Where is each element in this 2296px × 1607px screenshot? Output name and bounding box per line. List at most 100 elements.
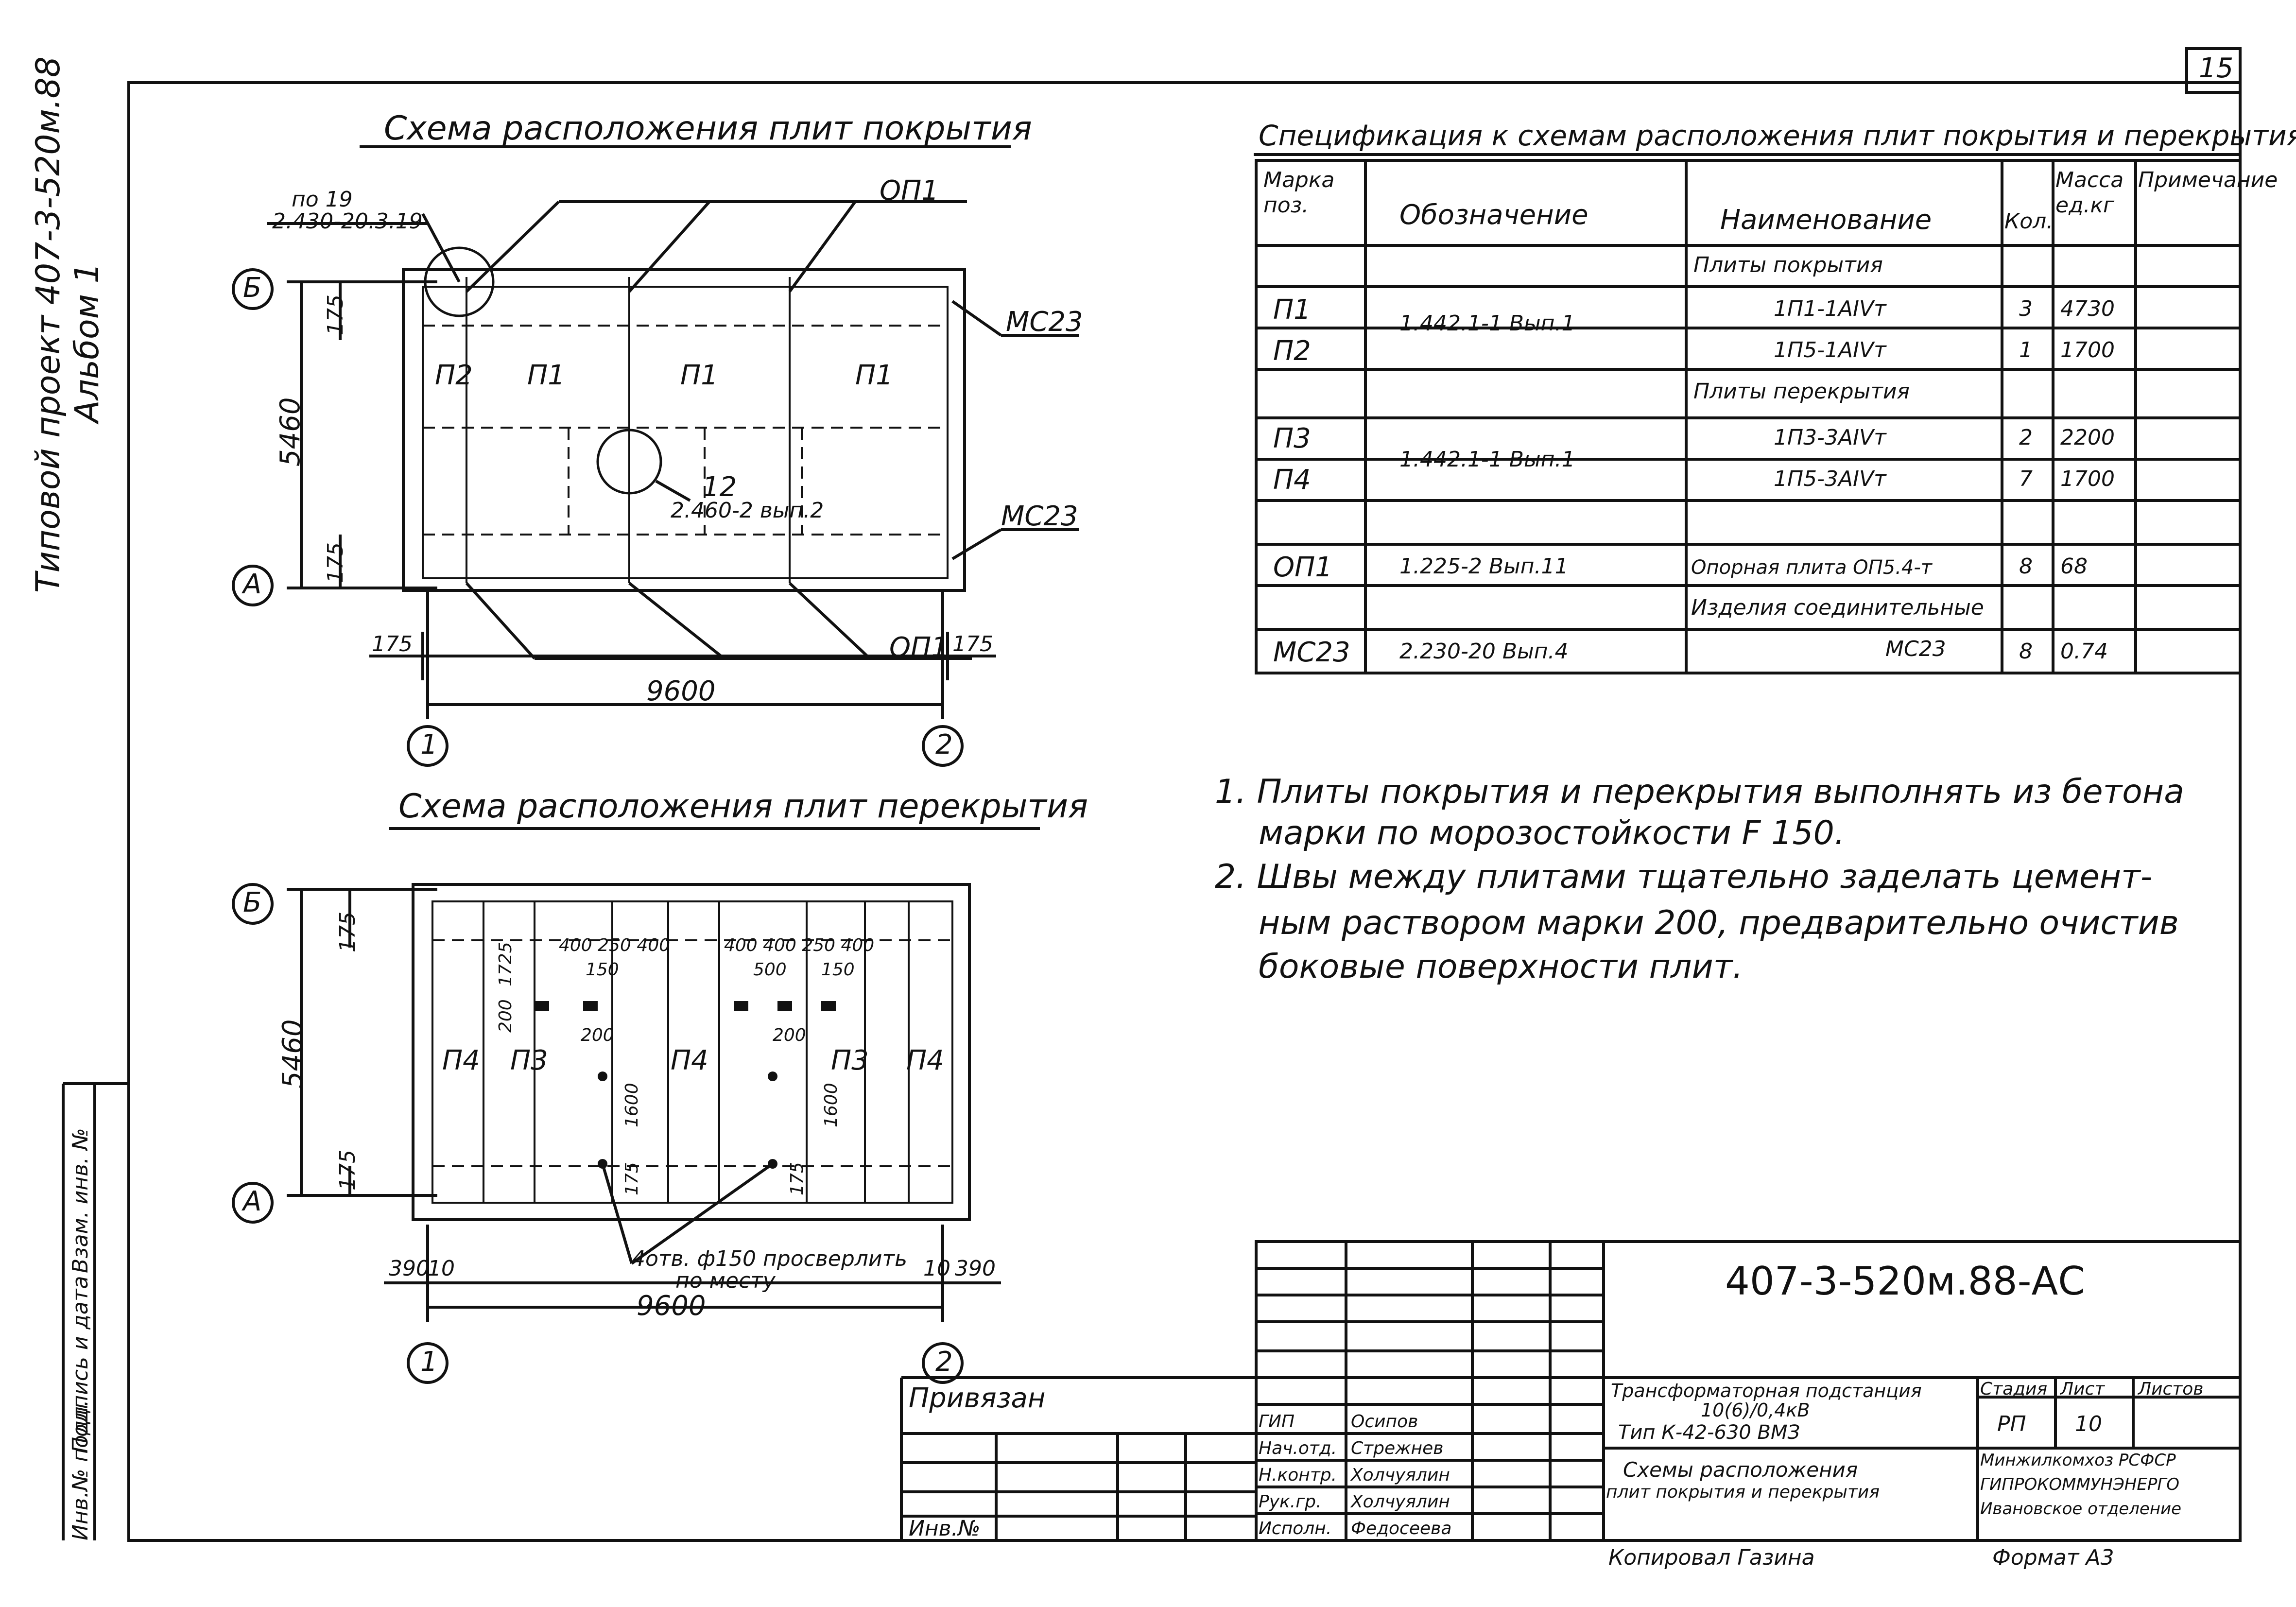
floor-dim-1600a: 1600 <box>622 1083 642 1127</box>
roof-op1-bottom: ОП1 <box>889 632 949 663</box>
spec-p2-mark: П2 <box>1273 335 1311 367</box>
tb-project-c: Тип К-42-630 ВМЗ <box>1618 1421 1800 1444</box>
tb-name-1: Осипов <box>1351 1412 1418 1432</box>
axis-2-bubble-roof <box>922 725 964 767</box>
note-2-line-c: боковые поверхности плит. <box>1259 948 1744 986</box>
spec-p4-name: 1П5-3АIVт <box>1774 467 1886 491</box>
title-block-grid <box>900 1240 2242 1542</box>
spec-mc23-mass: 0.74 <box>2060 639 2108 664</box>
floor-dim-200c: 200 <box>773 1025 806 1045</box>
spec-mc23-mark: МС23 <box>1273 637 1350 668</box>
spec-p3-qty: 2 <box>2019 425 2033 450</box>
floor-slab-p4-c: П4 <box>906 1045 944 1076</box>
spec-header-designation: Обозначение <box>1399 199 1588 231</box>
tb-org-a: Минжилкомхоз РСФСР <box>1980 1451 2176 1470</box>
spec-op1-mark: ОП1 <box>1273 552 1332 583</box>
floor-dim-200b: 200 <box>581 1025 614 1045</box>
axis-1-bubble-floor <box>407 1342 449 1384</box>
roof-dim-9600: 9600 <box>646 675 716 707</box>
spec-op1-qty: 8 <box>2019 554 2033 579</box>
spec-mc23-name: МС23 <box>1885 637 1946 661</box>
spec-p4-mark: П4 <box>1273 464 1311 496</box>
floor-axis-b: Б <box>243 887 262 918</box>
spec-op1-name: Опорная плита ОП5.4-т <box>1691 556 1933 579</box>
roof-plan-title: Схема расположения плит покрытия <box>384 109 1032 148</box>
spec-title: Спецификация к схемам расположения плит … <box>1259 119 2296 152</box>
note-1-line-a: 1. Плиты покрытия и перекрытия выполнять… <box>1215 773 2184 811</box>
tb-stage-header: Стадия <box>1980 1379 2048 1399</box>
roof-axis-a: А <box>243 569 262 600</box>
roof-plan-outline <box>402 268 966 592</box>
spec-p4-mass: 1700 <box>2060 467 2115 491</box>
floor-dim-1600b: 1600 <box>821 1083 841 1127</box>
tb-copied-by: Копировал Газина <box>1608 1545 1815 1570</box>
tb-name-5: Федосеева <box>1351 1519 1452 1538</box>
spec-p2-qty: 1 <box>2019 338 2033 363</box>
strip-replace-inv: Взам. инв. № <box>68 1128 93 1273</box>
spec-op1-mass: 68 <box>2060 554 2088 579</box>
roof-axis-b: Б <box>243 272 262 304</box>
roof-callout-b: 2.430-20.3.19 <box>272 209 423 234</box>
axis-b-bubble-roof <box>232 268 274 310</box>
tb-role-gip: ГИП <box>1259 1412 1295 1432</box>
tb-sheet-name-b: плит покрытия и перекрытия <box>1606 1482 1880 1502</box>
floor-dim-390-right: 390 <box>955 1256 996 1281</box>
spec-p1-designation: 1.442.1-1 Вып.1 <box>1399 311 1575 336</box>
roof-mc23-bottom: МС23 <box>1001 501 1078 532</box>
roof-opening-mark: 12 <box>702 471 737 503</box>
spec-p4-qty: 7 <box>2019 467 2033 491</box>
spec-p2-name: 1П5-1АIVт <box>1774 338 1886 363</box>
spec-p3-designation: 1.442.1-1 Вып.1 <box>1399 447 1575 472</box>
roof-slab-p2: П2 <box>435 360 473 391</box>
floor-dim-group1: 400 250 400 <box>559 935 671 955</box>
spec-group-floor: Плиты перекрытия <box>1693 379 1910 404</box>
roof-dim-175-left: 175 <box>372 632 413 657</box>
floor-holes-note: 4отв. ф150 просверлить <box>632 1246 908 1271</box>
floor-dim-500: 500 <box>753 960 787 980</box>
floor-dim-150b: 150 <box>821 960 855 980</box>
floor-dim-group2: 400 400 250 400 <box>724 935 875 955</box>
tb-sheet-name-a: Схемы расположения <box>1623 1458 1858 1482</box>
tb-role-nkontr: Н.контр. <box>1259 1465 1337 1485</box>
spec-p3-mass: 2200 <box>2060 425 2115 450</box>
spec-p1-mass: 4730 <box>2060 296 2115 321</box>
roof-axis-2: 2 <box>935 729 953 760</box>
spec-mc23-qty: 8 <box>2019 639 2033 664</box>
spec-mc23-designation: 2.230-20 Вып.4 <box>1399 639 1569 664</box>
roof-dim-175-top: 175 <box>323 294 348 335</box>
tb-name-3: Холчуялин <box>1351 1465 1450 1485</box>
tb-sheets-header: Листов <box>2138 1379 2204 1399</box>
roof-mc23-top: МС23 <box>1006 306 1083 338</box>
floor-plan-title: Схема расположения плит перекрытия <box>398 787 1088 826</box>
floor-dim-10-right: 10 <box>923 1256 950 1281</box>
roof-opening-ref: 2.460-2 вып.2 <box>671 498 824 523</box>
floor-dim-175-top: 175 <box>335 912 360 952</box>
spec-p2-mass: 1700 <box>2060 338 2115 363</box>
sheet-number-box <box>2185 47 2242 94</box>
roof-dim-175-right: 175 <box>952 632 993 657</box>
tb-role-nachotd: Нач.отд. <box>1259 1438 1337 1458</box>
roof-dim-175-bottom: 175 <box>323 542 348 583</box>
tb-project-a: Трансформаторная подстанция <box>1611 1380 1922 1401</box>
spec-p1-qty: 3 <box>2019 296 2033 321</box>
axis-a-bubble-floor <box>232 1182 274 1224</box>
axis-a-bubble-roof <box>232 565 274 606</box>
floor-dim-175a: 175 <box>622 1162 642 1195</box>
floor-dim-175b: 175 <box>787 1162 807 1195</box>
tb-project-b: 10(6)/0,4кВ <box>1701 1400 1810 1421</box>
spec-header-note: Примечание <box>2138 168 2278 192</box>
roof-op1-top: ОП1 <box>880 175 939 207</box>
floor-axis-1: 1 <box>420 1346 438 1378</box>
tb-privyazan: Привязан <box>909 1382 1046 1414</box>
spec-p3-name: 1П3-3АIVт <box>1774 425 1886 450</box>
floor-dim-5460: 5460 <box>277 1019 309 1089</box>
axis-2-bubble-floor <box>922 1342 964 1384</box>
roof-slab-p1-b: П1 <box>680 360 718 391</box>
document-code: 407-3-520м.88-АС <box>1725 1259 2086 1304</box>
tb-org-c: Ивановское отделение <box>1980 1499 2182 1519</box>
roof-callout-a: по 19 <box>292 187 353 212</box>
tb-name-2: Стрежнев <box>1351 1438 1444 1458</box>
spec-p1-mark: П1 <box>1273 294 1311 326</box>
